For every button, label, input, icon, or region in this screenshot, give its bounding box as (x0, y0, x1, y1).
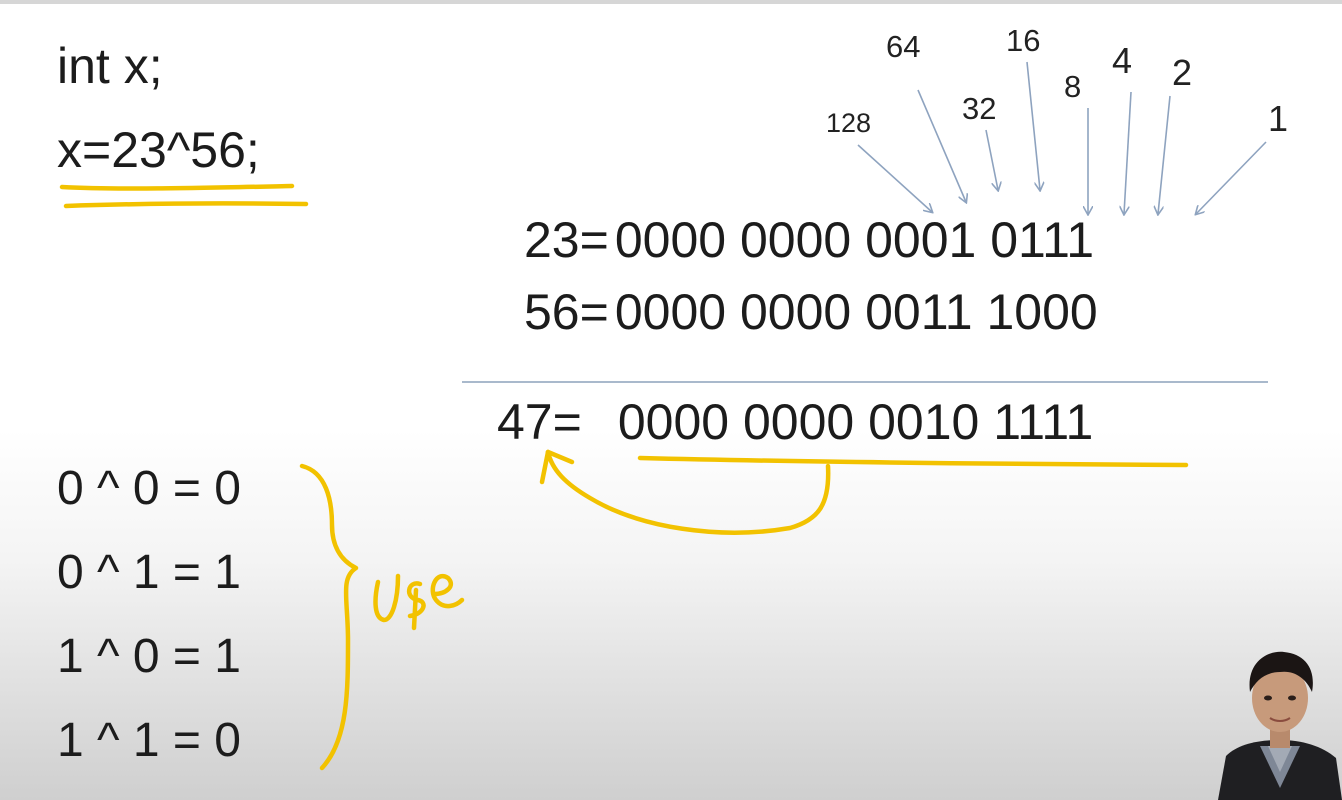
highlight-underline (59, 183, 295, 191)
bit-weight-label: 1 (1268, 98, 1289, 139)
binary-row-value: 0000 0000 0010 1111 (617, 394, 1094, 450)
truth-table-row: 1 ^ 0 = 1 (57, 630, 241, 683)
binary-row-label: 56= (524, 284, 609, 340)
result-underline (637, 455, 1189, 468)
code-line-declaration: int x; (57, 38, 163, 94)
truth-table-row: 0 ^ 1 = 1 (57, 546, 241, 599)
bit-weight-label: 4 (1112, 40, 1133, 81)
bit-weight-arrow (985, 129, 998, 190)
highlight-underline (63, 201, 309, 209)
bit-weight-arrow (857, 144, 932, 212)
binary-row-value: 0000 0000 0001 0111 (614, 212, 1095, 268)
bit-weight-arrow (917, 89, 966, 202)
curved-arrow-head (539, 449, 551, 485)
curved-arrow (545, 449, 831, 535)
binary-row-result: 47= 0000 0000 0010 1111 (497, 394, 1093, 450)
bit-weight-label: 2 (1172, 52, 1193, 93)
bit-weight-arrow (1124, 91, 1132, 214)
bit-weight-arrow (1026, 61, 1040, 190)
bit-weight-label: 16 (1006, 23, 1041, 58)
bit-weight-label: 32 (962, 91, 997, 126)
binary-row-56: 56=0000 0000 0011 1000 (524, 284, 1098, 340)
bit-weight-label: 64 (886, 29, 921, 64)
bit-weight-arrow (1196, 141, 1267, 214)
truth-table-row: 1 ^ 1 = 0 (57, 714, 241, 767)
truth-table-row: 0 ^ 0 = 0 (57, 462, 241, 515)
bit-weight-label: 8 (1064, 69, 1082, 104)
slide-top-border (0, 0, 1342, 4)
bit-weight-label: 128 (826, 108, 872, 138)
handwritten-use (407, 581, 426, 631)
binary-row-23: 23=0000 0000 0001 0111 (524, 212, 1094, 268)
bit-weight-arrow (1158, 95, 1171, 214)
binary-row-label: 23= (524, 212, 609, 268)
handwritten-use (430, 574, 465, 609)
binary-row-value: 0000 0000 0011 1000 (614, 284, 1098, 340)
code-line-assignment: x=23^56; (57, 122, 260, 178)
presenter-video-thumbnail (1218, 648, 1342, 800)
binary-row-label: 47= (497, 394, 582, 450)
curved-arrow-head (545, 449, 575, 465)
handwritten-use (373, 573, 401, 623)
truth-table-brace (299, 463, 359, 771)
